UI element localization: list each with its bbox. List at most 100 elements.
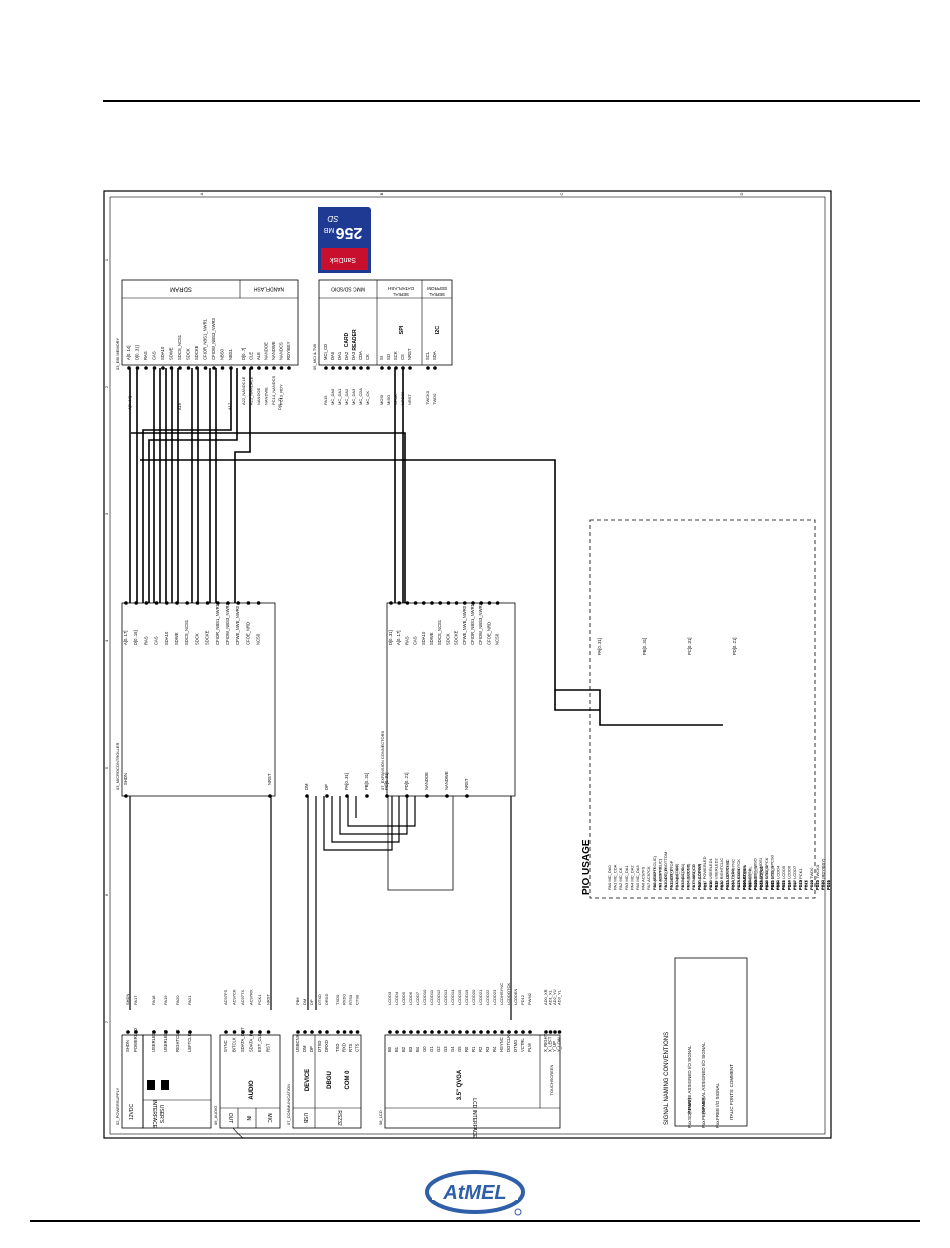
expansion-label: 07_EXPANSION CONNECTORS: [380, 730, 385, 790]
lcd-nets-label: LCDD5: [401, 991, 406, 1005]
sheet-inner-frame: [109, 196, 826, 1135]
audio-cable-mark: [232, 1127, 244, 1139]
mmc-signals-pin: [324, 366, 328, 370]
lcd-pins-label: G3: [443, 1046, 448, 1052]
communication-block: DEVICE USB DBGU COM 0 RS232 07_COMMUNICA…: [286, 994, 362, 1129]
mmc-pins-label: MC_DA3: [351, 388, 356, 405]
pio-signal: PB1 (LEFT CLIC): [658, 858, 663, 890]
exp-bottom-pins-pin: [445, 794, 449, 798]
pio-signal: PA12 (LCDD0): [674, 863, 679, 890]
pio-signal: PC6 LCDHSYNC: [731, 859, 736, 890]
lcd-pins-label: B0: [387, 1046, 392, 1052]
mcu-left-pins-label: CFIOW_NBS3_NWR3: [225, 602, 230, 645]
exp-pins-pin: [454, 601, 459, 605]
row-number: 7: [104, 1020, 109, 1023]
nand-pins-label: NANDWE: [264, 387, 269, 405]
pio-signal: PD13 TWCK0: [815, 864, 820, 890]
convention-line: FREE I/O SIGNAL: [715, 1082, 720, 1120]
exp-pins-label: CFWE_NWE_NWR0: [462, 605, 467, 645]
nand-signals-pin: [287, 366, 291, 370]
usb-label: USB: [302, 1113, 308, 1124]
touch-nets-label: AD2_YU: [552, 989, 557, 1005]
mmc-signals-pin: [345, 366, 349, 370]
pio-signal: PA28 SPI0_SPCK: [764, 857, 769, 890]
pio-signal: PC20: [809, 879, 814, 890]
dbgu-pins-pin: [325, 1030, 329, 1034]
spi-signals-label: CS: [400, 354, 405, 360]
audio-out: OUT: [227, 1113, 233, 1124]
pio-signal: PD0 AD0_XR: [742, 866, 747, 890]
lcd-pins-pin: [437, 1030, 441, 1034]
mcu-left-pins-label: SDWE: [174, 632, 179, 645]
exp-pins-pin: [463, 601, 467, 605]
exp-pins-pin: [413, 601, 418, 605]
mmc-pins-label: PA15: [323, 395, 328, 405]
audio-nets-label: NRST: [266, 994, 271, 1005]
usb-pins-label: DM: [302, 1045, 307, 1052]
mcu-left-pins-pin: [144, 601, 149, 605]
convention-line: ITALIC FONTS: COMMENT: [729, 1064, 734, 1120]
lcd-nets-label: LCDD22: [485, 989, 490, 1005]
pio-signal: PB28: [809, 879, 814, 890]
mcu-left-pins-label: SDA10: [164, 631, 169, 645]
exp-pins-label: A[0..17]: [396, 631, 401, 645]
pio-signal: PA18 USERLED1: [708, 858, 713, 890]
spi-signals-pin: [408, 366, 412, 370]
pio-signal: PC15 LCDD5: [781, 865, 786, 890]
exp-pins-pin: [479, 601, 484, 605]
lcd-pins-pin: [514, 1030, 518, 1034]
power-nets-label: SHDN: [125, 994, 130, 1005]
pio-signal: PA15 MCI_CD: [691, 864, 696, 890]
pio-signal: PD6: [776, 881, 781, 890]
mcu-left-pins-label: CFIOR_NBS1_NWR1: [215, 603, 220, 645]
pio-signal: PB20: [764, 879, 769, 890]
pio-signal: PB15: [736, 879, 741, 890]
com0-pins-pin: [355, 1030, 360, 1034]
pio-signal: PC11 LCDD1: [759, 865, 764, 890]
pio-signal: PA20 RIGHTCLIC: [719, 858, 724, 890]
pio-signal: PB12: [719, 879, 724, 890]
i2c-pins-label: TWCK0: [425, 390, 430, 405]
lcd-pins-pin: [521, 1030, 525, 1034]
pio-signal: PA31: [781, 880, 786, 890]
nand-signals-pin: [242, 366, 246, 370]
pio-signal: PA8 AC97TX: [652, 866, 657, 890]
user-nets-label: PA20: [175, 995, 180, 1005]
mmc-pins-label: MC_CDA: [358, 388, 363, 405]
user-pins-label: USERLED2: [163, 1029, 168, 1052]
exp-pins-label: SDCS_NCS1: [437, 619, 442, 645]
pio-signal: PA1 MC_CDA: [613, 864, 618, 890]
nand-pins-label: PC13_RDY: [279, 384, 284, 405]
exp-bottom-pins-label: NRST: [464, 778, 469, 790]
mmc-signals-label: DA2: [344, 351, 349, 360]
mmc-title: MMC SD/SDIO: [331, 286, 365, 292]
pio-signal: PC7 LCDDOTCK: [736, 859, 741, 890]
com0-nets-label: TXD0: [335, 994, 340, 1005]
pio-signal: PB2 AD2_YBOTTOM: [663, 852, 668, 890]
column-letter: B: [379, 192, 384, 195]
touch-nets-label: AD3_YL: [557, 989, 562, 1005]
sdram-signals-label: SDWE: [169, 347, 174, 360]
nand-signals-pin: [257, 366, 261, 370]
com0-nets-label: CTS0: [355, 994, 360, 1005]
convention-line: PERIPHERAL ASSIGNED I/O SIGNAL: [701, 1042, 706, 1120]
eeprom-title-2: EEPROM: [427, 286, 447, 291]
sdram-title: SDRAM: [170, 285, 192, 291]
interconnects: [129, 796, 512, 1020]
power-pins-pin: [134, 1030, 138, 1034]
i2c-signals-pin: [433, 366, 437, 370]
exp-pins-label: CFOE_NRD: [486, 622, 491, 645]
audio-pins-label: EXT_CLK: [257, 1033, 262, 1052]
com0-pins-pin: [336, 1030, 340, 1034]
lcd-nets-label: PD12: [520, 994, 525, 1005]
pio-signal: PC14 LCDD4: [775, 865, 780, 890]
pio-signal: PB16: [742, 879, 747, 890]
spi-signals-pin: [387, 366, 391, 370]
usb-nets-label: PB6: [295, 997, 300, 1005]
lcd-pins-pin: [416, 1030, 420, 1034]
